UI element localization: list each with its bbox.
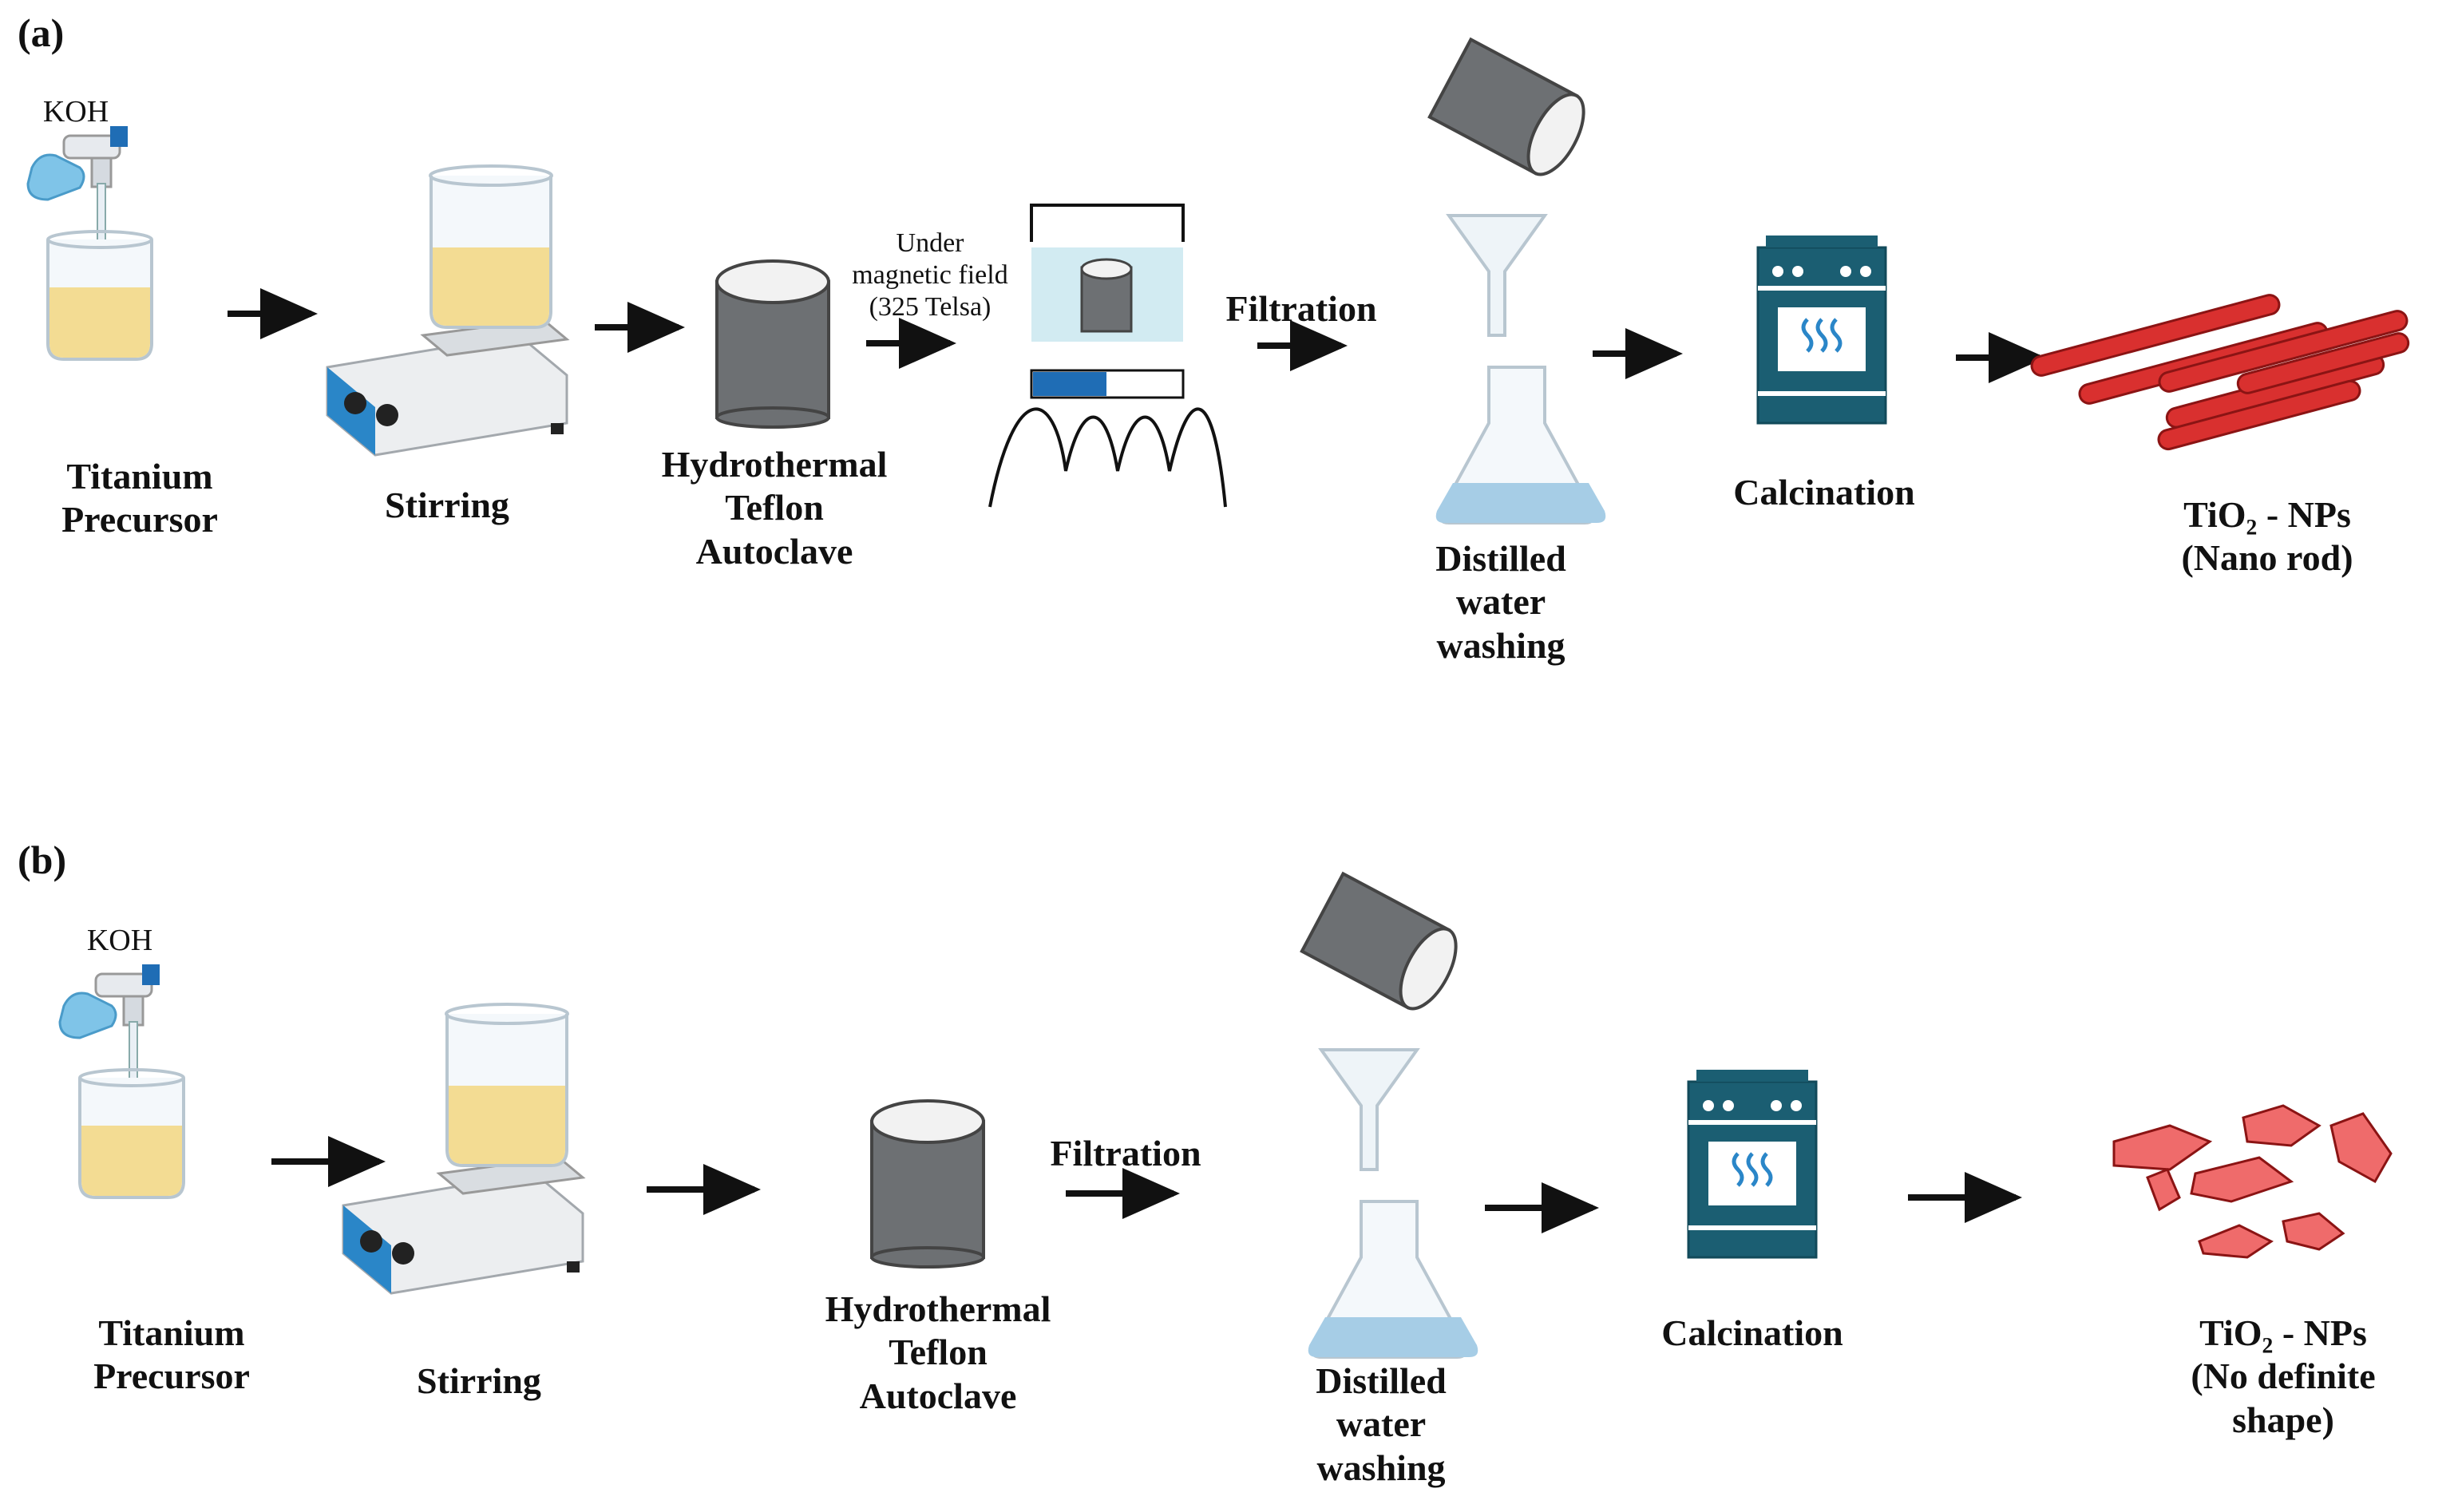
b-filtration-label: Filtration <box>1050 1133 1201 1174</box>
b-stirring-label: Stirring <box>417 1360 541 1401</box>
b-washing-label: Distilled water washing <box>1316 1360 1447 1488</box>
b-autoclave-label: Hydrothermal Teflon Autoclave <box>825 1288 1051 1416</box>
a-calcination-label: Calcination <box>1733 472 1915 513</box>
a-product-label: TiO₂ - NPs (Nano rod) <box>2181 494 2353 579</box>
b-precursor-icon <box>58 963 185 1199</box>
b-koh-label: KOH <box>86 924 153 957</box>
a-stirrer-icon <box>326 164 568 457</box>
a-precursor-label: Titanium Precursor <box>61 456 218 540</box>
b-product-label: TiO₂ - NPs (No definite shape) <box>2191 1312 2376 1440</box>
b-calcination-label: Calcination <box>1661 1312 1843 1353</box>
a-autoclave-icon <box>715 259 830 429</box>
a-stirring-label: Stirring <box>385 485 509 525</box>
panel-b-label: (b) <box>18 837 67 882</box>
b-stirrer-icon <box>342 1003 584 1295</box>
a-autoclave-label: Hydrothermal Teflon Autoclave <box>661 444 888 572</box>
a-magnetic-field-label: Under magnetic field (325 Telsa) <box>852 228 1008 323</box>
a-oven-icon <box>1758 236 1886 423</box>
a-precursor-icon <box>26 125 153 361</box>
b-precursor-label: Titanium Precursor <box>93 1312 250 1397</box>
irregular-particles-icon <box>2112 1104 2393 1259</box>
panel-a-label: (a) <box>18 10 65 55</box>
a-koh-label: KOH <box>42 95 109 129</box>
a-filtration-label: Filtration <box>1225 288 1377 329</box>
b-autoclave-icon <box>870 1099 985 1269</box>
b-filtration-icon <box>1300 872 1480 1359</box>
a-washing-label: Distilled water washing <box>1435 538 1566 666</box>
a-filtration-icon <box>1427 38 1608 525</box>
b-oven-icon <box>1688 1070 1816 1257</box>
magnetic-field-apparatus-icon <box>988 204 1227 508</box>
nano-rods-icon <box>2030 294 2410 451</box>
